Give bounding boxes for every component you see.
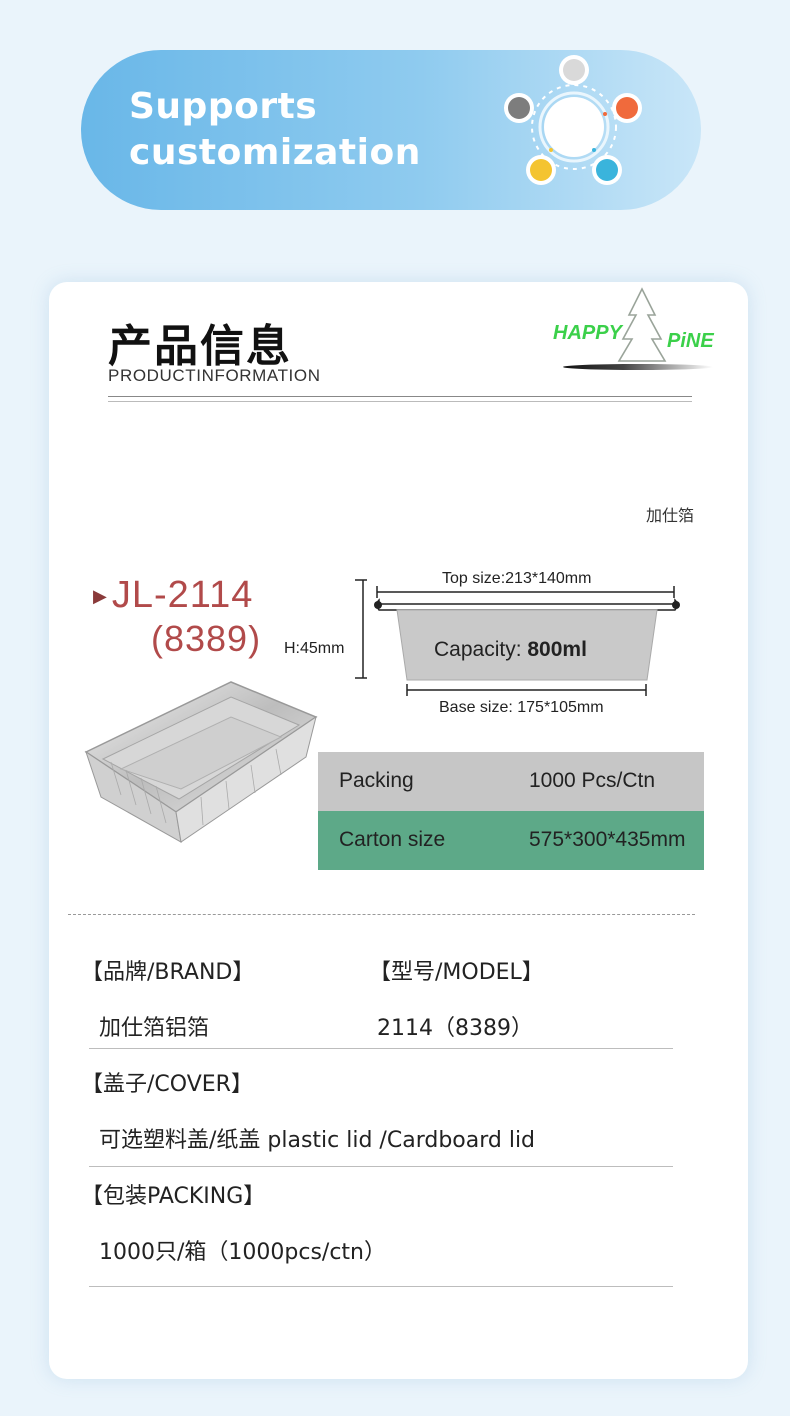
cover-label: 【盖子/COVER】	[81, 1072, 253, 1097]
title-divider-secondary	[108, 401, 692, 402]
info-divider	[89, 1048, 673, 1049]
base-size-label: Base size: 175*105mm	[439, 699, 604, 716]
cover-value: 可选塑料盖/纸盖 plastic lid /Cardboard lid	[99, 1128, 536, 1153]
product-info-card: 产品信息 PRODUCTINFORMATION HAPPY PiNE 加仕箔 ▶…	[49, 282, 748, 1379]
brand-caption: 加仕箔	[646, 506, 695, 525]
cycle-icon	[504, 55, 642, 185]
tree-icon	[617, 287, 667, 362]
capacity-label-text: Capacity:	[434, 638, 528, 661]
model-value: 2114（8389）	[377, 1016, 533, 1041]
foil-tray-image	[84, 681, 318, 843]
section-title-en: PRODUCTINFORMATION	[108, 366, 321, 385]
customization-banner: Supports customization	[81, 50, 701, 210]
packing-value: 1000只/箱（1000pcs/ctn）	[99, 1240, 386, 1265]
height-label: H:45mm	[284, 640, 345, 657]
spec-table: Packing 1000 Pcs/Ctn Carton size 575*300…	[318, 752, 704, 870]
spec-key: Carton size	[339, 828, 446, 851]
info-divider	[89, 1286, 673, 1287]
capacity-label: Capacity: 800ml	[434, 638, 587, 662]
top-size-label: Top size:213*140mm	[442, 570, 592, 587]
spec-row: Carton size 575*300*435mm	[318, 811, 704, 870]
brand-label: 【品牌/BRAND】	[81, 960, 255, 985]
spec-row: Packing 1000 Pcs/Ctn	[318, 752, 704, 811]
model-number: ▶JL-2114	[93, 574, 253, 617]
logo-text-right: PiNE	[667, 330, 714, 352]
title-divider	[108, 396, 692, 397]
dimension-drawing	[355, 579, 680, 696]
logo-text-left: HAPPY	[553, 322, 622, 344]
banner-title: Supports customization	[129, 86, 421, 173]
capacity-value: 800ml	[527, 638, 587, 661]
spec-key: Packing	[339, 769, 414, 792]
model-label: 【型号/MODEL】	[369, 960, 544, 985]
model-code: (8389)	[151, 618, 262, 659]
logo-underline	[563, 364, 713, 370]
dimension-diagram: Top size:213*140mm H:45mm Capacity: 800m…	[279, 562, 699, 722]
model-number-text: JL-2114	[111, 574, 254, 616]
triangle-icon: ▶	[93, 586, 108, 607]
brand-value: 加仕箔铝箔	[99, 1016, 210, 1041]
packing-label: 【包装PACKING】	[81, 1184, 266, 1209]
happy-pine-logo: HAPPY PiNE	[549, 282, 729, 382]
info-divider	[89, 1166, 673, 1167]
dashed-divider	[68, 914, 695, 915]
spec-value: 1000 Pcs/Ctn	[529, 769, 656, 792]
spec-value: 575*300*435mm	[529, 828, 686, 851]
section-title-cn: 产品信息	[108, 321, 292, 372]
